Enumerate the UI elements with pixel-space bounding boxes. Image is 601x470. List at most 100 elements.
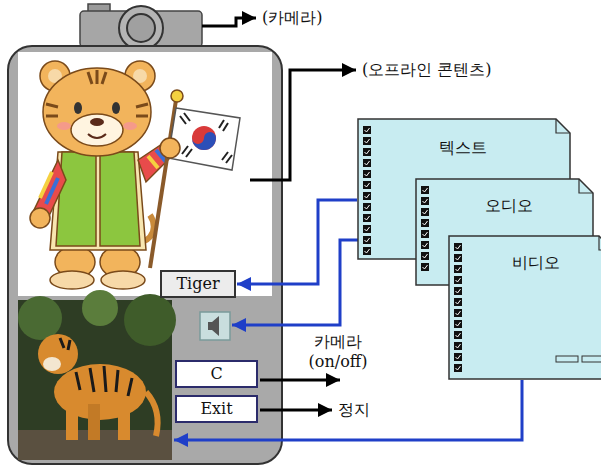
checkbox-tick [456,278,461,282]
page-bar [556,356,578,362]
foliage [18,296,62,340]
checkbox [454,364,462,372]
button-box: Tiger [160,270,236,298]
camera-icon [80,4,202,50]
checkbox [454,243,462,251]
checkbox-tick [456,333,461,337]
checkbox [363,192,371,200]
checkbox [454,254,462,262]
checkbox [454,298,462,306]
checkbox [363,126,371,134]
callout-label: 정지 [338,400,370,420]
checkbox-tick [456,344,461,348]
tiger-leg [66,400,78,440]
checkbox [363,137,371,145]
checkbox [363,236,371,244]
checkbox-tick [365,128,370,132]
connector-arrow [237,200,357,284]
camera-lens [119,6,163,50]
camera-lens-inner [127,14,155,42]
checkbox-tick [423,254,428,258]
flag-pole [150,100,176,268]
hanbok-body [50,152,146,250]
checkbox-tick [365,205,370,209]
checkbox-tick [365,227,370,231]
checkbox [454,320,462,328]
checkbox-tick [456,267,461,271]
tiger-cartoon [30,61,240,289]
checkbox-tick [365,161,370,165]
pole-knob [171,90,183,102]
checkbox [454,353,462,361]
checkbox [421,197,429,205]
page-fold [579,179,593,193]
checkbox-tick [456,366,461,370]
foot [101,271,145,289]
checkbox-tick [456,355,461,359]
leader-arrow [260,409,332,412]
video-arrow [174,380,522,440]
checkbox [421,208,429,216]
taegeuk [192,126,216,150]
tiger-tail [146,392,158,436]
foliage [82,290,118,326]
eye [74,102,82,114]
tiger-photo [18,290,176,460]
cheek [123,122,137,130]
page-bar [582,356,601,362]
tiger-leg [118,400,130,440]
mouth [88,134,106,138]
checkbox [363,225,371,233]
checkbox [421,252,429,260]
checkbox [454,309,462,317]
leader-arrow [260,379,340,382]
checkbox-tick [423,188,428,192]
checkbox-tick [456,322,461,326]
stripes [46,70,148,116]
node-text: 텍스트 [439,138,571,157]
node-text: 오디오 [485,196,594,215]
foot [50,271,94,289]
tiger-muzzle [43,357,61,371]
checkbox-tick [365,172,370,176]
checkbox [363,181,371,189]
leader-arrow [202,18,256,26]
checkbox-tick [456,245,461,249]
checkbox-tick [423,221,428,225]
checkbox-tick [365,183,370,187]
node-text: 비디오 [512,253,601,272]
checkbox-tick [365,194,370,198]
node-text: C [210,364,222,383]
checkbox [454,331,462,339]
page-fold [556,119,570,133]
node-text: Exit [200,399,232,418]
speaker-box [200,312,230,340]
taegeuk-blue [192,132,216,150]
checkbox [454,287,462,295]
vest [56,152,96,246]
checkbox [454,342,462,350]
checkbox-tick [365,238,370,242]
checkbox-tick [365,139,370,143]
sleeve-stripe [46,178,58,204]
checkbox [421,219,429,227]
checkbox [363,247,371,255]
callout-label: 카메라 (on/off) [296,332,380,372]
tiger-leg [88,404,100,440]
checkbox [454,265,462,273]
tiger-stripes [60,338,132,396]
nose [90,118,104,126]
checkbox-tick [456,311,461,315]
checkbox [363,214,371,222]
callout-label: (카메라) [262,8,322,28]
checkbox-tick [423,199,428,203]
checkbox-tick [423,243,428,247]
checkbox [363,159,371,167]
button-box: C [175,360,258,388]
foliage [124,294,176,346]
checkbox [454,276,462,284]
speaker-button [200,312,230,340]
checkbox [421,186,429,194]
checkbox-tick [365,150,370,154]
